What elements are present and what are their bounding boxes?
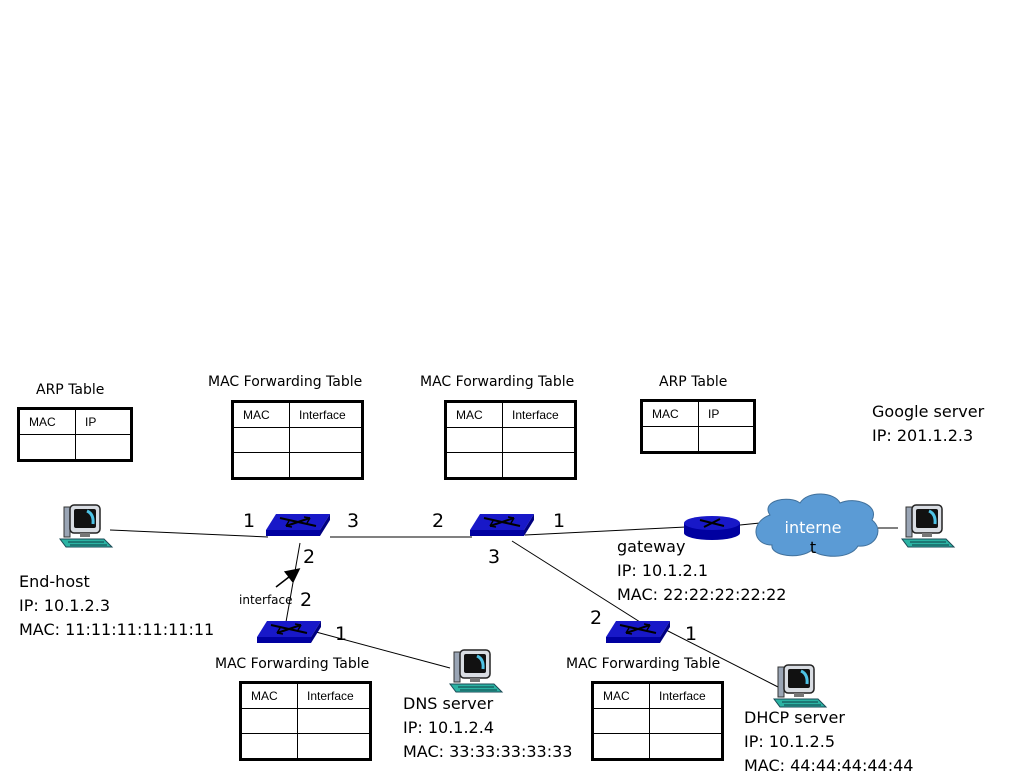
port-label: 2	[300, 589, 313, 611]
port-label: 2	[590, 607, 603, 629]
cell	[232, 452, 290, 479]
cell	[297, 708, 371, 734]
interface-label: interface	[239, 593, 293, 607]
port-label: 3	[488, 546, 501, 568]
col-interface: Interface	[297, 682, 371, 709]
internet-label-line1: interne	[784, 518, 842, 537]
google-server-ip: IP: 201.1.2.3	[872, 426, 974, 445]
cell	[502, 452, 576, 479]
col-ip: IP	[698, 400, 755, 427]
cell	[641, 426, 699, 453]
switch-2	[469, 513, 535, 537]
cell	[232, 427, 290, 453]
port-label: 1	[335, 623, 348, 645]
col-mac: MAC	[641, 400, 699, 427]
dhcp-server-name: DHCP server	[744, 708, 845, 727]
dns-server-computer-icon	[448, 648, 504, 694]
cell	[240, 708, 298, 734]
cell	[289, 452, 363, 479]
cell	[592, 708, 650, 734]
mft-top-left-title: MAC Forwarding Table	[208, 374, 363, 390]
col-interface: Interface	[649, 682, 723, 709]
interface-arrow	[275, 568, 301, 588]
cell	[592, 733, 650, 760]
dns-server-name: DNS server	[403, 694, 494, 713]
port-label: 3	[347, 510, 360, 532]
end-host-name: End-host	[19, 572, 90, 591]
col-ip: IP	[75, 408, 132, 435]
port-label: 2	[432, 510, 445, 532]
gateway-info: gateway IP: 10.1.2.1 MAC: 22:22:22:22:22	[617, 535, 786, 607]
google-server-computer-icon	[900, 503, 956, 549]
cell	[297, 733, 371, 760]
gateway-name: gateway	[617, 537, 686, 556]
arp-table-right-title: ARP Table	[659, 374, 728, 390]
port-label: 1	[553, 510, 566, 532]
dns-server-ip: IP: 10.1.2.4	[403, 718, 494, 737]
arp-table-left-title: ARP Table	[36, 382, 105, 398]
google-server-name: Google server	[872, 402, 985, 421]
end-host-computer-icon	[58, 503, 114, 549]
port-label: 2	[303, 546, 316, 568]
link-gateway-cloud	[739, 522, 761, 526]
end-host-info: End-host IP: 10.1.2.3 MAC: 11:11:11:11:1…	[19, 570, 214, 642]
gateway-ip: IP: 10.1.2.1	[617, 561, 708, 580]
end-host-ip: IP: 10.1.2.3	[19, 596, 110, 615]
dhcp-server-ip: IP: 10.1.2.5	[744, 732, 835, 751]
switch-3	[256, 620, 322, 644]
switch-4	[605, 620, 671, 644]
port-label: 1	[243, 510, 256, 532]
col-interface: Interface	[502, 401, 576, 428]
switch-1	[265, 513, 331, 537]
col-mac: MAC	[18, 408, 76, 435]
cell	[18, 434, 76, 461]
dns-server-mac: MAC: 33:33:33:33:33	[403, 742, 573, 761]
col-mac: MAC	[592, 682, 650, 709]
mft-top-right-title: MAC Forwarding Table	[420, 374, 575, 390]
cell	[649, 733, 723, 760]
cell	[445, 427, 503, 453]
mft-bottom-right-title: MAC Forwarding Table	[566, 656, 721, 672]
port-label: 1	[685, 623, 698, 645]
cell	[75, 434, 132, 461]
link-switch2-gateway	[524, 526, 687, 536]
dhcp-server-computer-icon	[772, 663, 828, 709]
link-switch3-dns	[315, 631, 451, 669]
link-switch1-switch3	[285, 542, 301, 623]
cell	[502, 427, 576, 453]
col-mac: MAC	[232, 401, 290, 428]
internet-label: interne t	[778, 518, 848, 558]
router-icon	[684, 516, 740, 540]
col-interface: Interface	[289, 401, 363, 428]
link-switch4-dhcp	[665, 629, 781, 689]
link-endhost-switch1	[109, 529, 269, 538]
mft-bottom-left-title: MAC Forwarding Table	[215, 656, 370, 672]
cell	[289, 427, 363, 453]
dhcp-server-mac: MAC: 44:44:44:44:44	[744, 756, 914, 775]
col-mac: MAC	[240, 682, 298, 709]
dns-server-info: DNS server IP: 10.1.2.4 MAC: 33:33:33:33…	[403, 692, 572, 764]
internet-label-line2: t	[809, 538, 817, 557]
gateway-mac: MAC: 22:22:22:22:22	[617, 585, 787, 604]
cell	[445, 452, 503, 479]
link-switch2-switch4	[511, 540, 641, 623]
google-server-info: Google server IP: 201.1.2.3	[872, 400, 984, 448]
end-host-mac: MAC: 11:11:11:11:11:11	[19, 620, 215, 639]
cell	[698, 426, 755, 453]
dhcp-server-info: DHCP server IP: 10.1.2.5 MAC: 44:44:44:4…	[744, 706, 913, 778]
cell	[240, 733, 298, 760]
col-mac: MAC	[445, 401, 503, 428]
cell	[649, 708, 723, 734]
internet-cloud	[755, 493, 879, 557]
